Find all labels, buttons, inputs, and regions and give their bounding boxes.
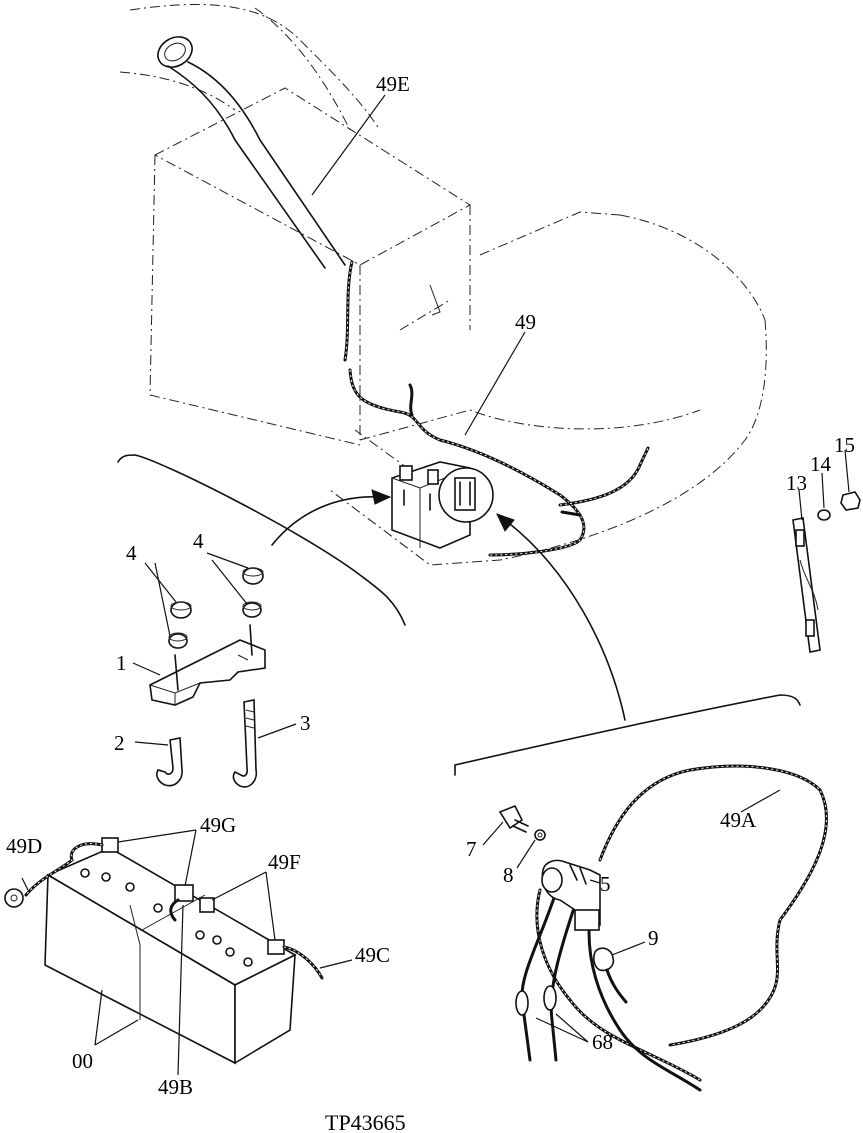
filler-pipe-harness (157, 36, 441, 362)
relay-box-mount (391, 461, 494, 549)
label-8: 8 (503, 863, 514, 887)
callout-arrows (271, 489, 626, 721)
label-49E: 49E (376, 72, 410, 96)
label-15: 15 (834, 433, 855, 457)
label-13: 13 (786, 471, 807, 495)
fuse-strip-parts (792, 449, 861, 653)
battery-cell-caps (80, 868, 253, 967)
label-49C: 49C (355, 943, 390, 967)
machine-outline (119, 3, 767, 566)
label-00: 00 (72, 1049, 93, 1073)
label-3: 3 (300, 711, 311, 735)
section-break-lines (117, 454, 801, 776)
label-2: 2 (114, 731, 125, 755)
main-harness (348, 368, 650, 557)
label-49D: 49D (6, 834, 42, 858)
label-9: 9 (648, 926, 659, 950)
label-4-right: 4 (193, 529, 204, 553)
label-49F: 49F (268, 850, 301, 874)
label-7: 7 (466, 837, 477, 861)
label-49G: 49G (200, 813, 236, 837)
battery-hold-down-parts (132, 552, 297, 788)
label-49B: 49B (158, 1075, 193, 1099)
label-5: 5 (600, 872, 611, 896)
label-49A: 49A (720, 808, 757, 832)
label-49: 49 (515, 310, 536, 334)
part-labels: 49E 49 15 14 13 4 4 1 2 3 49D 49G 49F 49… (6, 72, 855, 1133)
label-68: 68 (592, 1030, 613, 1054)
label-14: 14 (810, 452, 832, 476)
battery-assembly (4, 829, 353, 1076)
label-1: 1 (116, 651, 127, 675)
harness-49A-detail (482, 764, 828, 1092)
figure-caption: TP43665 (325, 1110, 406, 1133)
label-4-left: 4 (126, 541, 137, 565)
